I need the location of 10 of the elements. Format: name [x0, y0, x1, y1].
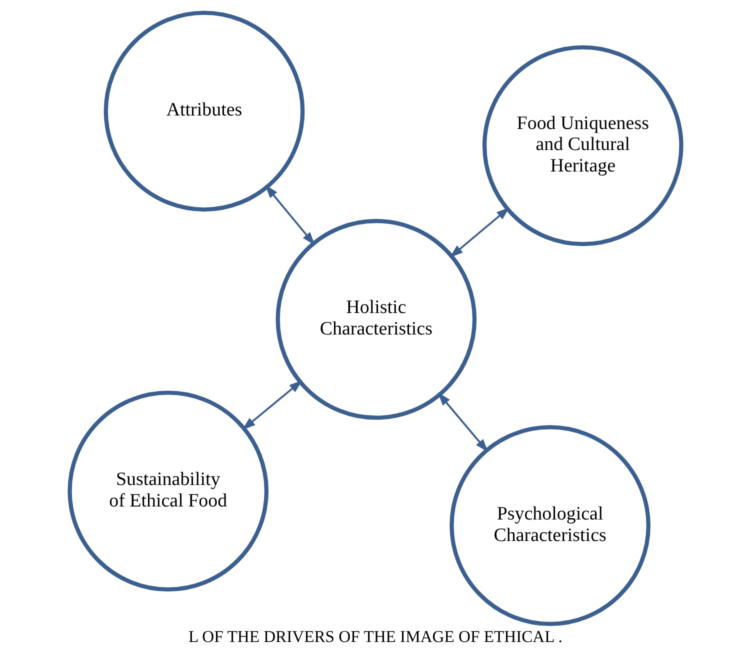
node-circle: Holistic Characteristics: [276, 218, 477, 420]
arrow: [265, 184, 315, 246]
node-circle: Attributes: [104, 10, 305, 212]
arrow: [450, 207, 510, 258]
arrow: [438, 392, 488, 452]
node-circle: Sustainability of Ethical Food: [68, 390, 269, 592]
node-circle: Psychological Characteristics: [450, 425, 650, 626]
node-circle: Food Uniqueness and Cultural Heritage: [482, 45, 684, 246]
arrow: [242, 380, 302, 430]
caption: L OF THE DRIVERS OF THE IMAGE OF ETHICAL .: [188, 626, 562, 646]
